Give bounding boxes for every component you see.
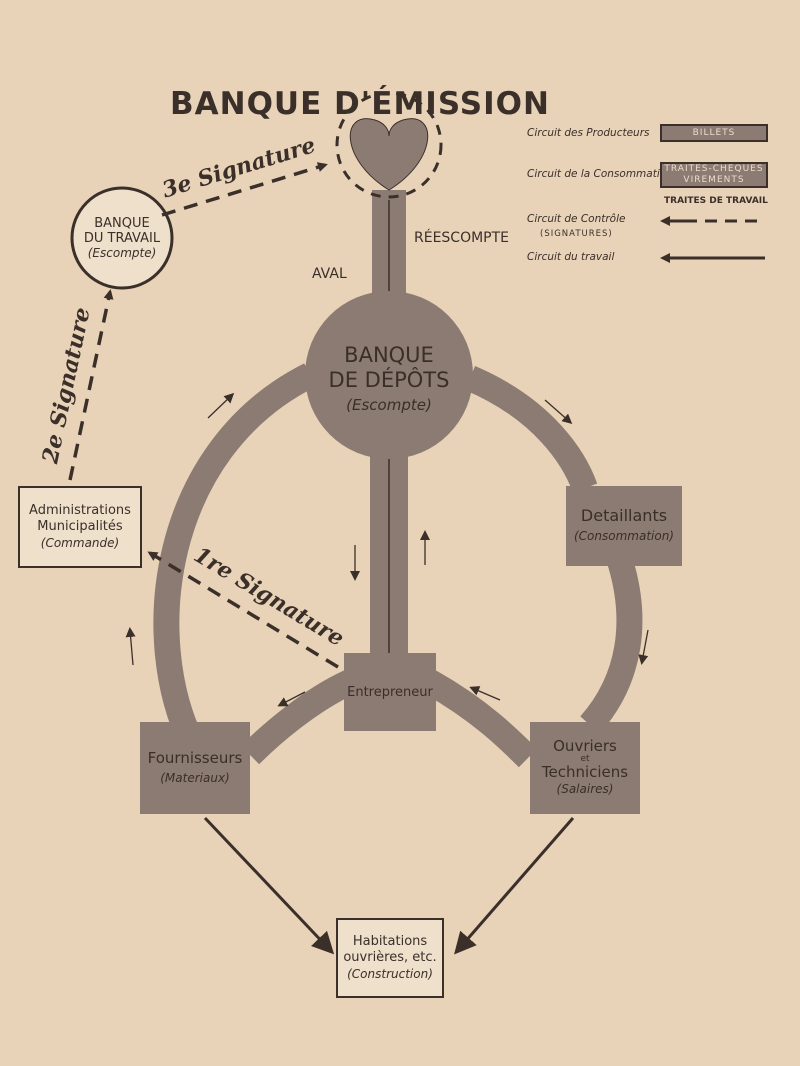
detaillants-sub: (Consommation) — [573, 529, 674, 543]
banque-travail-line1: BANQUE — [94, 215, 150, 231]
habitations-node: Habitations ouvrières, etc. (Constructio… — [336, 918, 444, 998]
banque-depots-sub: (Escompte) — [346, 395, 432, 414]
legend-controle-sub: (SIGNATURES) — [540, 229, 613, 239]
signature-arrows — [68, 162, 339, 669]
ouvriers-sub: (Salaires) — [556, 782, 614, 796]
heart-icon — [349, 118, 429, 191]
legend-consommation-chip: TRAITES-CHEQUES VIREMENTS — [660, 162, 768, 188]
entrepreneur-left-branch — [240, 670, 356, 765]
habitations-sub: (Construction) — [347, 967, 433, 981]
legend-controle-label: Circuit de Contrôle — [527, 213, 626, 225]
fournisseurs-line1: Fournisseurs — [147, 749, 243, 767]
ouvriers-node: Ouvriers et Techniciens (Salaires) — [530, 722, 640, 814]
legend-producteurs-label: Circuit des Producteurs — [527, 127, 650, 139]
reescompte-label: RÉESCOMPTE — [414, 230, 510, 246]
ouvriers-line1: Ouvriers — [553, 737, 617, 755]
banque-depots-circle — [305, 291, 473, 459]
entrepreneur-node: Entrepreneur — [344, 653, 436, 731]
entrepreneur-right-branch — [423, 670, 538, 768]
administrations-line1: Administrations — [29, 503, 131, 518]
aval-label: AVAL — [312, 266, 347, 282]
detaillants-node: Detaillants (Consommation) — [566, 486, 682, 566]
banque-travail-sub: (Escompte) — [87, 245, 157, 260]
banque-travail-circle — [70, 186, 174, 290]
banque-travail-line2: DU TRAVAIL — [83, 230, 161, 246]
administrations-sub: (Commande) — [40, 536, 120, 550]
habitations-line1: Habitations — [352, 934, 428, 949]
emission-dashed-ring — [335, 91, 443, 199]
ouvriers-line3: Techniciens — [541, 763, 629, 781]
left-loop-channel — [153, 363, 316, 751]
first-signature-arrow — [147, 551, 339, 669]
banque-depots-line1: BANQUE — [344, 342, 434, 367]
fournisseurs-sub: (Materiaux) — [160, 771, 230, 785]
legend-lines — [660, 216, 765, 263]
right-lower-channel — [580, 550, 643, 734]
entrepreneur-line1: Entrepreneur — [347, 684, 433, 700]
legend-producteurs-chip: BILLETS — [660, 124, 768, 142]
page-title: BANQUE D'ÉMISSION — [170, 86, 550, 122]
fournisseurs-node: Fournisseurs (Materiaux) — [140, 722, 250, 814]
right-loop-channel — [464, 366, 598, 493]
banque-depots-node: BANQUE DE DÉPÔTS (Escompte) — [315, 325, 463, 435]
habitations-line2: ouvrières, etc. — [343, 950, 437, 965]
flow-arrows — [125, 392, 649, 707]
second-signature-arrow — [68, 289, 114, 481]
detaillants-line1: Detaillants — [580, 506, 668, 525]
administrations-line2: Municipalités — [37, 519, 123, 534]
banque-travail-node: BANQUE DU TRAVAIL (Escompte) — [78, 206, 166, 270]
ouvriers-line2: et — [580, 754, 590, 764]
fournisseurs-to-habitations-arrow — [203, 816, 335, 955]
legend-travail-label: Circuit du travail — [527, 251, 615, 263]
legend-consommation-label: Circuit de la Consommation — [527, 168, 673, 180]
legend-traites-travail: TRAITES DE TRAVAIL — [664, 196, 768, 206]
third-signature-arrow — [161, 162, 328, 217]
banque-depots-line2: DE DÉPÔTS — [328, 367, 450, 392]
ouvriers-to-habitations-arrow — [454, 817, 575, 955]
construction-arrows — [203, 816, 575, 955]
administrations-node: Administrations Municipalités (Commande) — [18, 486, 142, 568]
